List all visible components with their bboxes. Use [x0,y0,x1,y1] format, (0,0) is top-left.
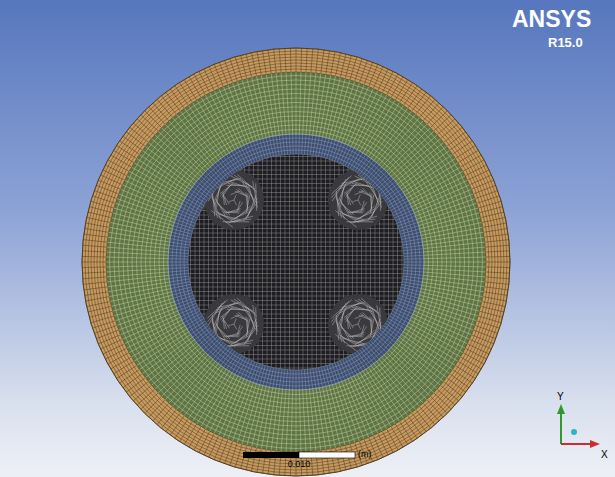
inner-ring [168,134,424,390]
unstructured-patch [204,170,264,230]
mesh-lines [186,152,406,372]
scale-bar [243,452,299,458]
y-axis-arrow [560,412,562,444]
axis-label: X [601,450,608,460]
version-label: R15.0 [548,36,583,49]
core-disc [188,154,404,370]
z-axis-dot [571,429,577,435]
unstructured-patch [204,294,264,354]
x-axis-arrow [561,443,592,445]
scale-bar [299,452,355,458]
scale-value: 0.010 [288,460,311,469]
outer-ring [82,48,510,476]
mesh-lines [106,72,486,452]
mesh-lines [82,48,510,476]
product-name: ANSYS [512,8,591,31]
mesh-lines [331,174,382,227]
axis-label: Y [557,392,564,402]
x-axis-arrow [590,440,600,448]
middle-ring [106,72,486,452]
core-grid [186,152,406,372]
unstructured-patch [328,170,388,230]
unstructured-patch [328,294,388,354]
y-axis-arrow [557,404,565,414]
mesh-lines [168,134,424,390]
mesh-lines [207,298,258,351]
mesh-lines [207,174,258,227]
scale-unit: (m) [358,450,372,459]
mesh-lines [331,298,382,351]
mesh-lines [82,48,510,476]
